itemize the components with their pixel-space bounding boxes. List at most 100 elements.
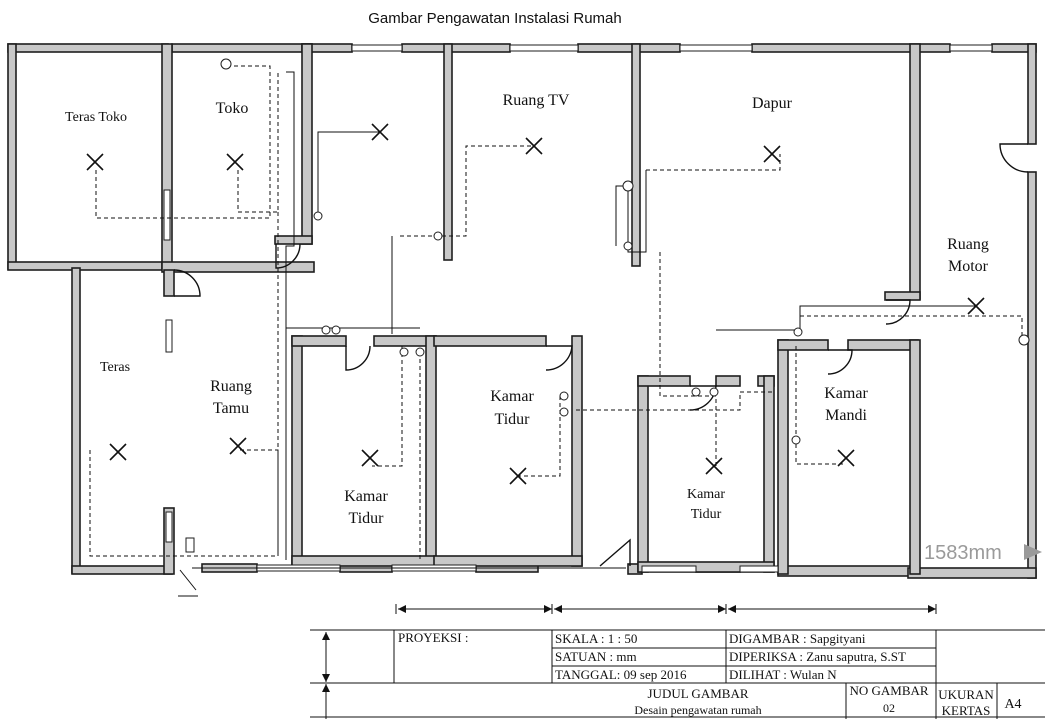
lamp-icon (109, 443, 127, 461)
drawing-title: Gambar Pengawatan Instalasi Rumah (368, 10, 621, 27)
room-label-kamar-tidur-3a: Kamar (687, 487, 725, 502)
door-toko (275, 243, 301, 269)
lamp-icon (509, 467, 527, 485)
switch-icon (331, 325, 341, 335)
window-teras-1 (165, 319, 173, 353)
wall-kt1-left (291, 335, 303, 567)
lamp-icon (86, 153, 104, 171)
switch-icon (559, 391, 569, 401)
wall-kt3-right (763, 375, 775, 573)
lamps (86, 123, 985, 485)
room-label-ruang-tamu-2: Tamu (213, 400, 249, 417)
room-label-ruang-tv: Ruang TV (503, 92, 570, 109)
lamp-icon (763, 145, 781, 163)
wire-dapur-lamp (646, 154, 781, 171)
window-top-4 (949, 44, 993, 52)
switches (178, 58, 1030, 597)
wall-teras-toko-bottom (7, 261, 171, 271)
room-label-teras-toko: Teras Toko (65, 110, 127, 125)
window-top-2 (509, 44, 579, 52)
window-teras-2 (165, 511, 173, 543)
wall-bottom-6 (777, 565, 911, 577)
wire-toko (95, 65, 271, 219)
room-label-kamar-tidur-3b: Tidur (691, 507, 722, 522)
door-back (599, 538, 631, 567)
room-label-kamar-tidur-2b: Tidur (495, 411, 531, 428)
door-kt1 (345, 345, 371, 371)
wall-teras-toko-left (7, 43, 17, 270)
wall-kt2-bottom (433, 555, 583, 567)
wall-tamu-divider-top (163, 269, 175, 297)
room-label-toko: Toko (216, 100, 249, 117)
tb-no-gambar-label: NO GAMBAR (849, 683, 928, 698)
wire-kt-corridor (317, 131, 380, 216)
wire-dapur (615, 170, 647, 253)
wall-teras-left (71, 267, 81, 574)
wall-top-2 (171, 43, 313, 53)
wall-kt3-top-left (637, 375, 691, 387)
wall-bottom-7 (907, 567, 1037, 579)
room-label-kamar-tidur-2a: Kamar (490, 388, 534, 405)
tb-proyeksi: PROYEKSI : (398, 630, 468, 645)
tb-ukuran-value: A4 (1004, 697, 1021, 712)
wall-tv-right (631, 43, 641, 267)
window-toko (163, 189, 171, 241)
wall-kt3-left (637, 375, 649, 573)
tb-tanggal: TANGGAL: 09 sep 2016 (555, 667, 687, 682)
tb-skala: SKALA : 1 : 50 (555, 631, 637, 646)
switch-icon (691, 387, 701, 397)
wall-km-top-right (847, 339, 919, 351)
wall-top-4 (401, 43, 511, 53)
switch-icon (559, 407, 569, 417)
wall-toko-bottom (161, 261, 315, 273)
room-label-kamar-tidur-1a: Kamar (344, 488, 388, 505)
room-label-ruang-motor-1: Ruang (947, 236, 989, 253)
wall-kt2-top (433, 335, 547, 347)
wall-dapur-right (909, 43, 921, 300)
wall-dapur-stub (884, 291, 921, 301)
switch-icon (623, 241, 633, 251)
lamp-icon (705, 457, 723, 475)
wire-corridor (576, 391, 774, 411)
lamp-icon (361, 449, 379, 467)
switch-icon (791, 435, 801, 445)
wall-kt2-right (571, 335, 583, 567)
tb-digambar: DIGAMBAR : Sapgityani (729, 631, 866, 646)
wire-main-1 (285, 71, 295, 560)
wall-toko-right (301, 43, 313, 245)
measure-readout-text: 1583mm (924, 542, 1002, 564)
dimension-arrows (322, 604, 937, 719)
door-tamu (173, 269, 201, 297)
walls (7, 43, 1037, 579)
room-label-teras: Teras (100, 360, 130, 375)
lamp-icon (967, 297, 985, 315)
tb-judul-label: JUDUL GAMBAR (648, 686, 749, 701)
wall-kt1-right (425, 335, 437, 567)
room-label-kamar-mandi-1: Kamar (824, 385, 868, 402)
wire-tv (400, 145, 534, 237)
tb-ukuran-label-2: KERTAS (942, 703, 991, 718)
door-kt2 (545, 345, 573, 371)
switch-icon (1018, 334, 1030, 346)
lamp-icon (525, 137, 543, 155)
window-top-3 (679, 44, 753, 52)
lamp-icon (226, 153, 244, 171)
window-bottom-3 (641, 565, 697, 573)
tb-ukuran-label-1: UKURAN (938, 687, 994, 702)
wiring (89, 65, 1023, 569)
tb-no-gambar-value: 02 (883, 701, 895, 715)
wire-toko-2 (237, 72, 279, 213)
wall-km-top-left (777, 339, 829, 351)
wire-teras (89, 449, 279, 557)
switch-icon (399, 347, 409, 357)
doors (173, 143, 1029, 567)
lamp-icon (837, 449, 855, 467)
wall-motor-right-bottom (1027, 171, 1037, 579)
wall-top-1 (7, 43, 169, 53)
room-label-kamar-mandi-2: Mandi (825, 407, 867, 424)
switch-icon (709, 387, 719, 397)
wall-teras-bottom (71, 565, 173, 575)
meter-icon (185, 537, 195, 553)
switch-icon (622, 180, 634, 192)
measure-arrow-icon (1024, 544, 1042, 560)
